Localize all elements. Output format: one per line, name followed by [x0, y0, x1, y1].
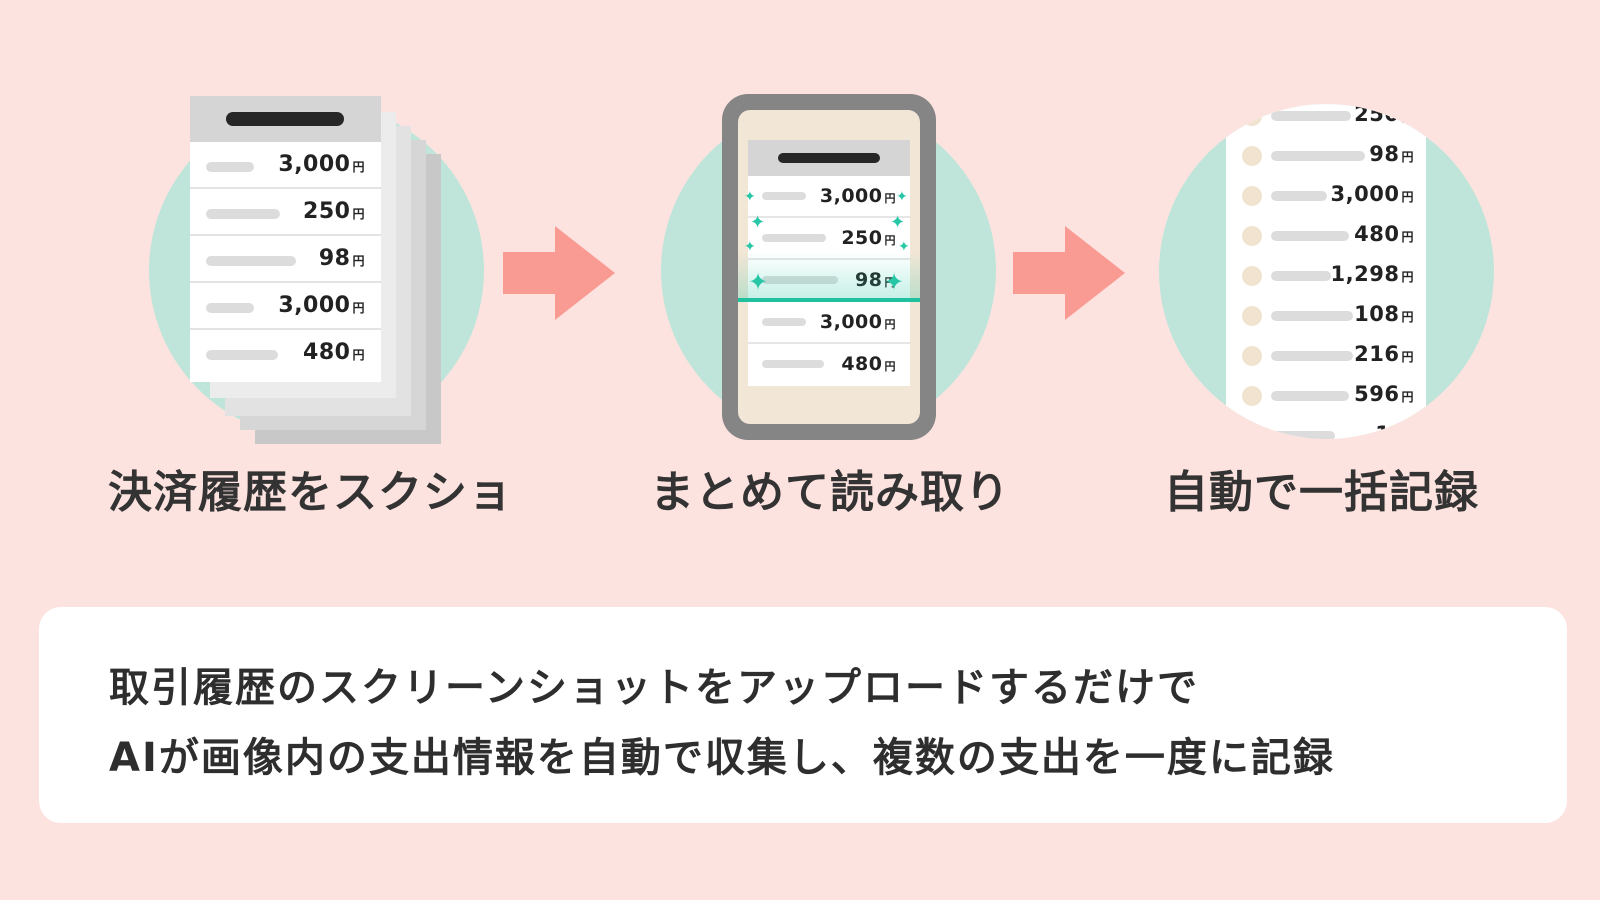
label-placeholder: [1271, 431, 1335, 439]
label-placeholder: [1271, 271, 1331, 281]
label-placeholder: [206, 350, 278, 360]
category-dot-icon: [1242, 226, 1262, 246]
category-dot-icon: [1242, 386, 1262, 406]
step1-caption: 決済履歴をスクショ: [108, 467, 513, 518]
label-placeholder: [1271, 351, 1353, 361]
receipt-header: [190, 96, 381, 142]
label-placeholder: [1271, 111, 1351, 121]
category-dot-icon: [1242, 186, 1262, 206]
sparkle-icon: ✦: [884, 268, 905, 296]
sparkle-icon: ✦: [896, 189, 908, 205]
category-dot-icon: [1242, 146, 1262, 166]
description-line-1: 取引履歴のスクリーンショットをアップロードするだけで: [109, 665, 1199, 711]
description-line-2: AIが画像内の支出情報を自動で収集し、複数の支出を一度に記録: [109, 735, 1335, 781]
category-dot-icon: [1242, 306, 1262, 326]
sparkle-icon: ✦: [890, 212, 906, 233]
phone-list-header: [748, 140, 910, 176]
label-placeholder: [1271, 191, 1327, 201]
label-placeholder: [1271, 311, 1353, 321]
step3-caption: 自動で一括記録: [1164, 467, 1479, 518]
label-placeholder: [206, 256, 296, 266]
sparkle-icon: ✦: [744, 189, 756, 205]
label-placeholder: [1271, 151, 1365, 161]
sparkle-icon: ✦: [898, 239, 910, 255]
label-placeholder: [206, 162, 254, 172]
list-item: 1,2: [1226, 416, 1426, 439]
label-placeholder: [762, 360, 824, 368]
sparkle-icon: ✦: [750, 212, 766, 233]
label-placeholder: [762, 234, 826, 242]
arrow-right-icon: [1013, 226, 1125, 320]
description-box: 取引履歴のスクリーンショットをアップロードするだけで AIが画像内の支出情報を自…: [39, 607, 1567, 823]
label-placeholder: [1271, 231, 1349, 241]
category-dot-icon: [1242, 106, 1262, 126]
sparkle-icon: ✦: [744, 239, 756, 255]
sparkle-icon: ✦: [748, 268, 769, 296]
arrow-right-icon: [503, 226, 615, 320]
step2-caption: まとめて読み取り: [650, 467, 1010, 518]
label-placeholder: [762, 276, 838, 284]
label-placeholder: [762, 192, 806, 200]
label-placeholder: [206, 303, 254, 313]
label-placeholder: [762, 318, 806, 326]
category-dot-icon: [1242, 266, 1262, 286]
category-dot-icon: [1242, 426, 1262, 439]
amount: 1,2: [1375, 422, 1414, 439]
scan-glow: [738, 252, 920, 300]
category-dot-icon: [1242, 346, 1262, 366]
header-bar: [778, 153, 880, 163]
scan-line: [738, 298, 920, 302]
header-bar: [226, 112, 344, 126]
label-placeholder: [1271, 391, 1349, 401]
amount: 98円: [855, 269, 896, 291]
label-placeholder: [206, 209, 280, 219]
